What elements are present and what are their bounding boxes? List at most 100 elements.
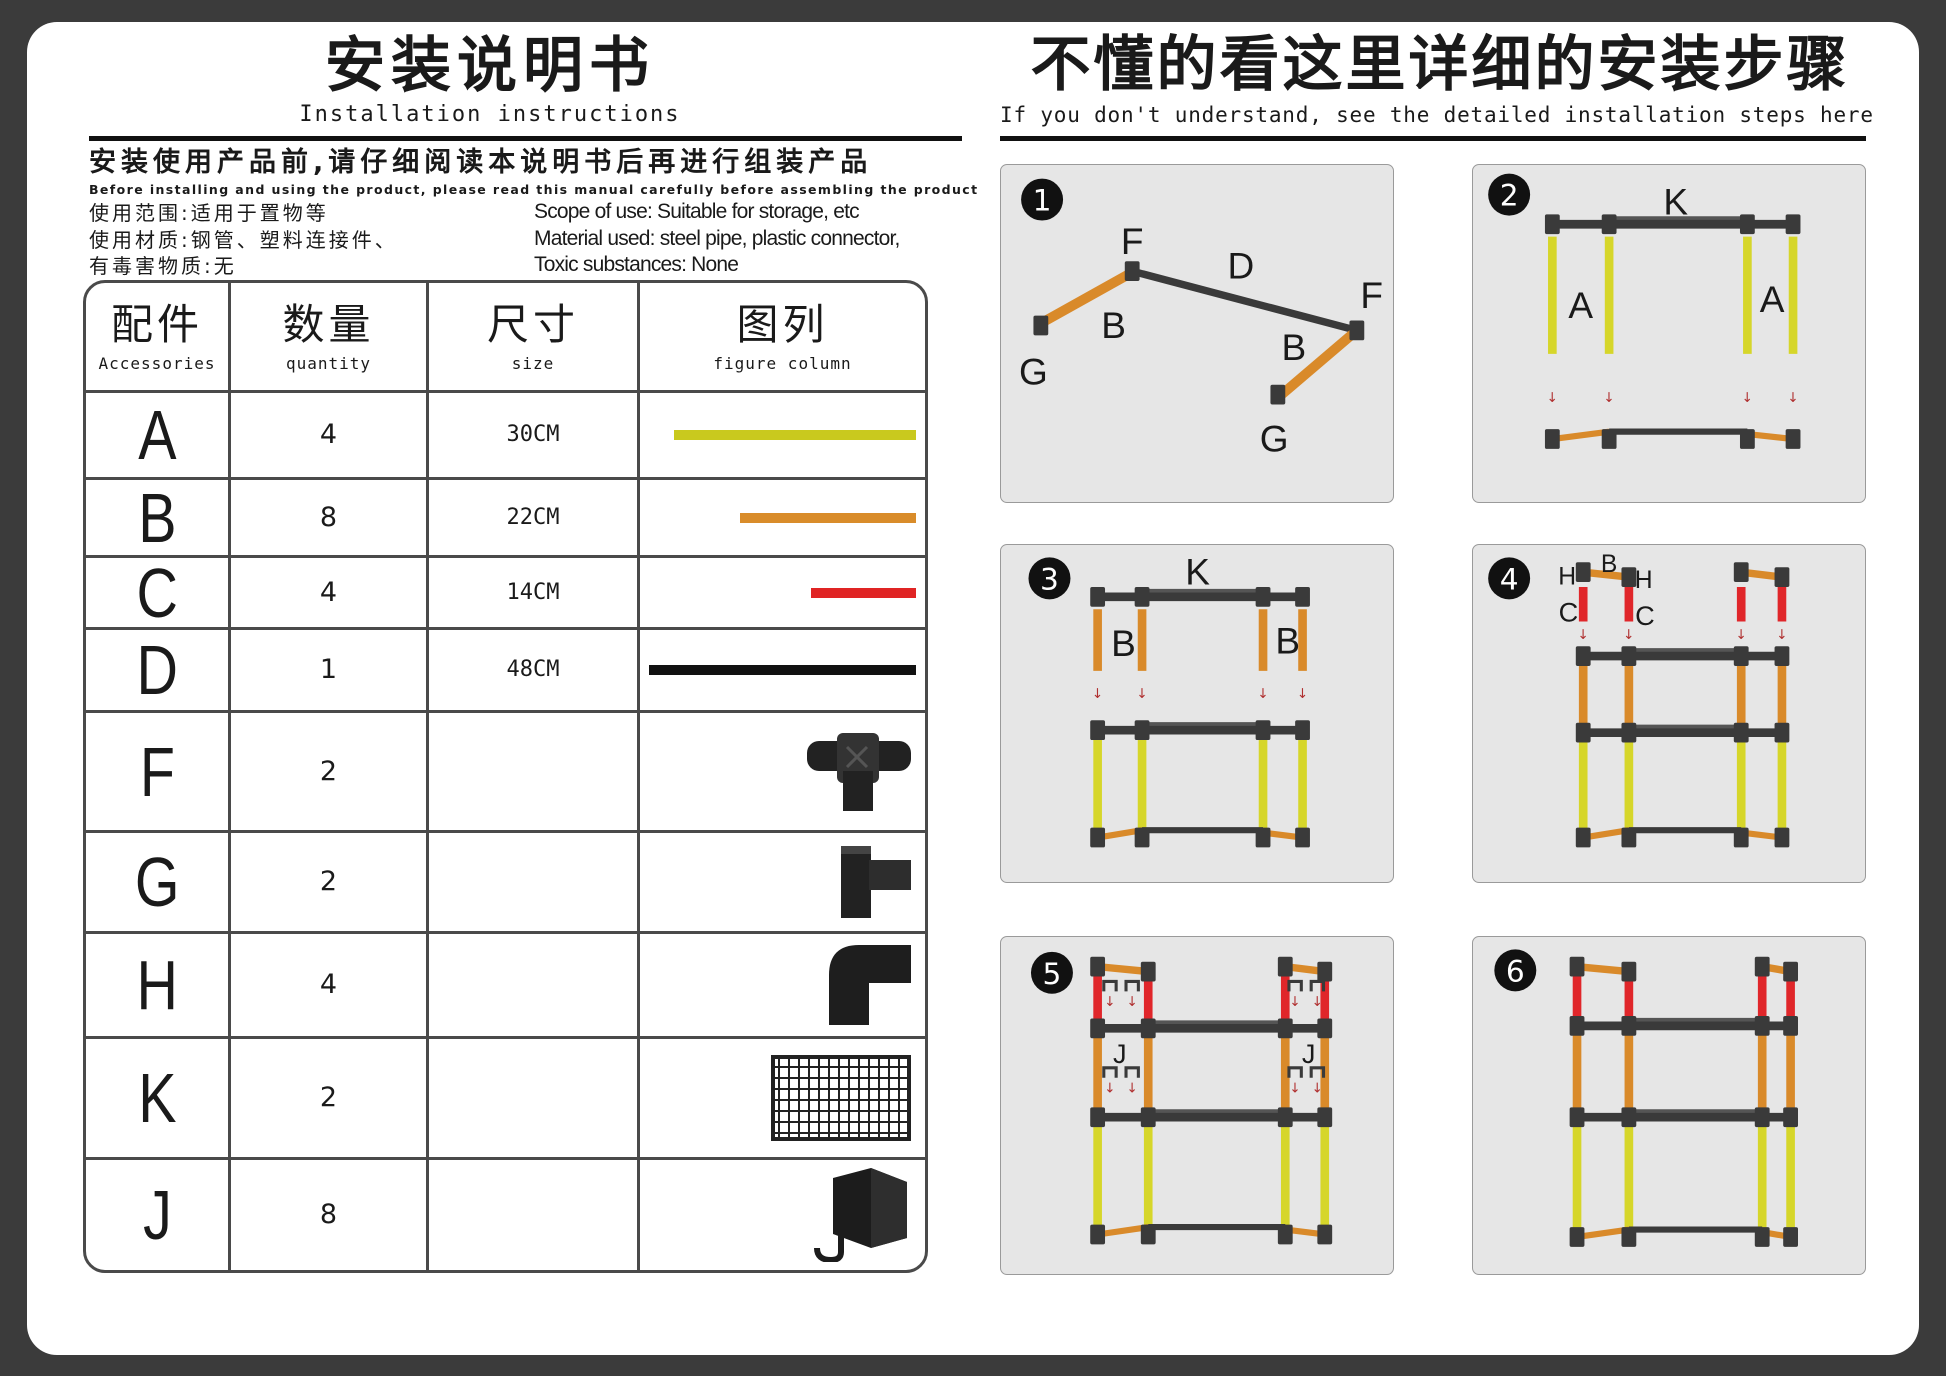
connector [1270, 384, 1286, 405]
step-6-panel: 6 [1472, 936, 1866, 1275]
down-arrow-icon: ↓ [1736, 627, 1747, 643]
connector [1090, 1107, 1106, 1128]
connector [1134, 720, 1150, 741]
down-arrow-icon: ↓ [1289, 994, 1300, 1010]
connector [1739, 429, 1755, 449]
quantity-value: 8 [319, 1199, 338, 1230]
quantity-cell: 8 [231, 480, 429, 558]
toxic-cn: 有毒害物质:无 [89, 254, 237, 278]
part-letter: K [137, 1059, 177, 1137]
connector [1575, 562, 1591, 583]
part-label: J [1113, 1038, 1127, 1069]
size-cell: 14CM [429, 558, 640, 630]
down-arrow-icon: ↓ [1742, 390, 1753, 406]
connector [1544, 429, 1560, 449]
part-cell: C [86, 554, 231, 632]
part-cell: K [86, 1039, 231, 1160]
quantity-value: 1 [319, 654, 338, 685]
part-label: B [1601, 551, 1617, 578]
connector [1754, 1016, 1770, 1036]
down-arrow-icon: ↓ [1104, 1081, 1115, 1097]
part-label: B [1275, 620, 1300, 662]
part-label: J [1302, 1038, 1316, 1069]
down-arrow-icon: ↓ [1578, 627, 1589, 643]
down-arrow-icon: ↓ [1136, 686, 1147, 702]
connector [1140, 1018, 1156, 1039]
connector [1349, 320, 1365, 341]
size-cell [429, 934, 640, 1039]
step-number-badge [1494, 949, 1537, 992]
quantity-cell: 1 [231, 630, 429, 713]
hook-icon [1309, 1066, 1326, 1078]
connector [1754, 1107, 1770, 1128]
specs-cn: 使用范围:适用于置物等 使用材质:钢管、塑料连接件、 有毒害物质:无 [89, 200, 398, 280]
step-number: 2 [1500, 179, 1519, 213]
hook-icon [1287, 1066, 1303, 1078]
part-letter: H [136, 946, 178, 1024]
connector [1277, 956, 1293, 977]
connector [1621, 961, 1637, 982]
step-number: 5 [1043, 957, 1062, 991]
connector [1090, 827, 1106, 848]
part-label: A [1760, 278, 1785, 320]
part-letter: C [136, 553, 178, 632]
down-arrow-icon: ↓ [1547, 390, 1558, 406]
figure-cell [640, 833, 925, 934]
connector [1295, 586, 1310, 607]
step-6-diagram: 6 [1494, 949, 1798, 1247]
part-letter: G [134, 843, 180, 921]
pipe [1097, 1224, 1149, 1238]
manual-title: 安装说明书 [325, 31, 655, 101]
down-arrow-icon: ↓ [1104, 994, 1115, 1010]
connector [1621, 1227, 1637, 1247]
connector [1733, 562, 1749, 583]
connector [1754, 1227, 1770, 1247]
pipe [1747, 431, 1794, 443]
connector [1621, 1107, 1637, 1128]
pipe [1278, 326, 1361, 399]
divider [89, 136, 962, 141]
part-cell: H [86, 934, 231, 1039]
tee-connector-icon [841, 846, 911, 918]
connector [1255, 586, 1271, 607]
header-en: size [511, 353, 555, 373]
figure-cell [640, 558, 925, 630]
part-cell: D [86, 630, 231, 713]
connector [1317, 1018, 1333, 1039]
hook-icon [1102, 979, 1118, 992]
connector [1033, 315, 1049, 336]
figure-cell [640, 713, 925, 833]
connector [1277, 1224, 1293, 1245]
part-label: D [1227, 245, 1254, 287]
material-cn: 使用材质:钢管、塑料连接件、 [89, 227, 398, 252]
part-letter: J [142, 1176, 172, 1254]
wire-shelf-icon [771, 1055, 911, 1141]
connector [1090, 1018, 1106, 1039]
connector [1140, 1224, 1156, 1245]
connector [1569, 1107, 1585, 1128]
part-cell: J [86, 1160, 231, 1270]
scope-cn: 使用范围:适用于置物等 [89, 201, 329, 225]
part-label: H [1558, 564, 1576, 591]
connector [1090, 1224, 1106, 1245]
connector [1575, 827, 1591, 848]
material-en: Material used: steel pipe, plastic conne… [534, 226, 900, 250]
connector [1774, 646, 1790, 666]
toxic-en: Toxic substances: None [534, 253, 739, 276]
connector [1621, 1016, 1637, 1036]
down-arrow-icon: ↓ [1257, 686, 1268, 702]
part-letter: D [136, 631, 178, 709]
size-cell: 30CM [429, 393, 640, 480]
header-cn: 尺寸 [486, 299, 579, 349]
connector [1733, 646, 1749, 666]
